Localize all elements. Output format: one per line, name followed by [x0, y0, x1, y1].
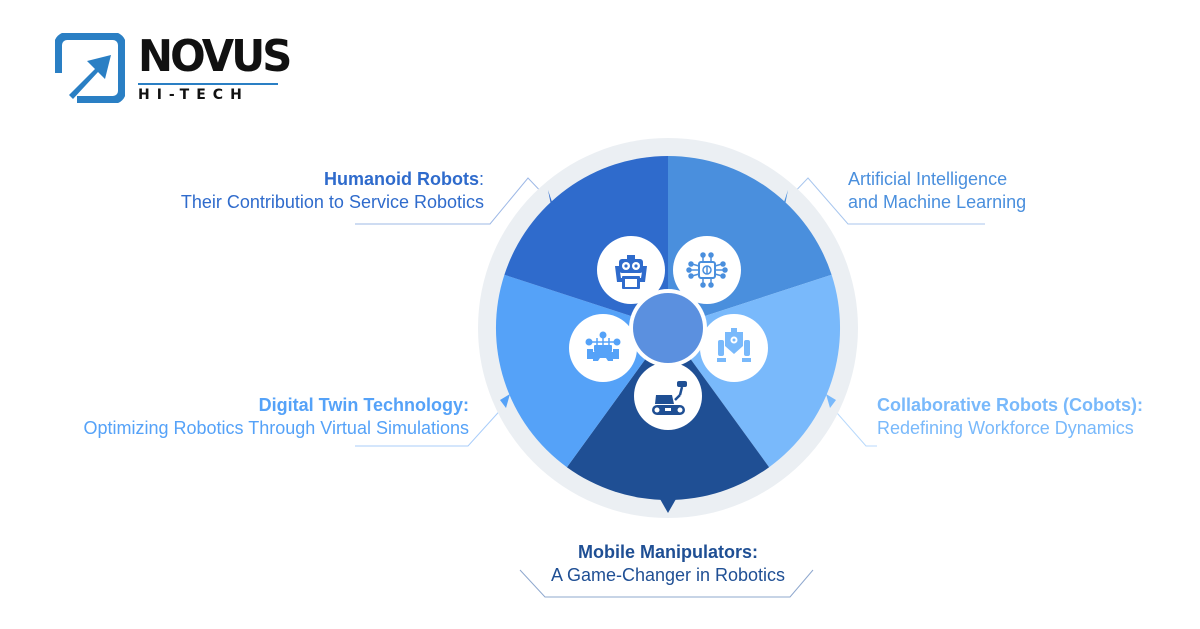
label-humanoid: Humanoid Robots: Their Contribution to S… — [120, 168, 484, 214]
label-ai: Artificial Intelligence and Machine Lear… — [848, 168, 1026, 214]
pointer-cobots — [826, 394, 836, 408]
pointer-humanoid — [548, 190, 560, 210]
label-ai-title: Artificial Intelligence — [848, 169, 1008, 189]
label-digital-twin-title: Digital Twin Technology: — [258, 395, 469, 415]
connector-humanoid — [355, 177, 549, 225]
label-humanoid-subtitle: Their Contribution to Service Robotics — [180, 192, 484, 212]
cobot-icon — [717, 328, 751, 362]
label-digital-twin: Digital Twin Technology: Optimizing Robo… — [20, 394, 469, 440]
label-mobile-title: Mobile Manipulators: — [578, 542, 758, 562]
label-cobots: Collaborative Robots (Cobots): Redefinin… — [877, 394, 1143, 440]
arrow-logo-icon — [55, 33, 125, 103]
label-cobots-subtitle: Redefining Workforce Dynamics — [877, 418, 1134, 438]
pointer-ai — [776, 190, 788, 210]
connector-ai — [787, 177, 985, 225]
digital-twin-icon — [585, 331, 621, 361]
connector-digital-twin — [355, 404, 506, 447]
humanoid-robot-icon — [615, 255, 647, 289]
brand-tagline: HI-TECH — [138, 87, 249, 103]
pointer-mobile — [660, 499, 676, 513]
brand-divider — [138, 83, 278, 85]
label-ai-subtitle: and Machine Learning — [848, 192, 1027, 212]
connector-cobots — [829, 404, 877, 447]
label-mobile-subtitle: A Game-Changer in Robotics — [550, 565, 786, 585]
label-cobots-title: Collaborative Robots (Cobots): — [877, 395, 1143, 415]
label-digital-twin-subtitle: Optimizing Robotics Through Virtual Simu… — [83, 418, 469, 438]
label-mobile: Mobile Manipulators: A Game-Changer in R… — [518, 541, 818, 587]
brand-name: NOVUS — [138, 31, 292, 82]
ai-chip-brain-icon — [686, 252, 728, 288]
pointer-digital-twin — [500, 394, 510, 408]
mobile-manipulator-icon — [652, 381, 687, 415]
center-hub — [633, 293, 703, 363]
connector-mobile — [519, 569, 814, 598]
brand-logo: NOVUS HI-TECH — [55, 33, 292, 105]
label-humanoid-title: Humanoid Robots: — [323, 169, 484, 189]
